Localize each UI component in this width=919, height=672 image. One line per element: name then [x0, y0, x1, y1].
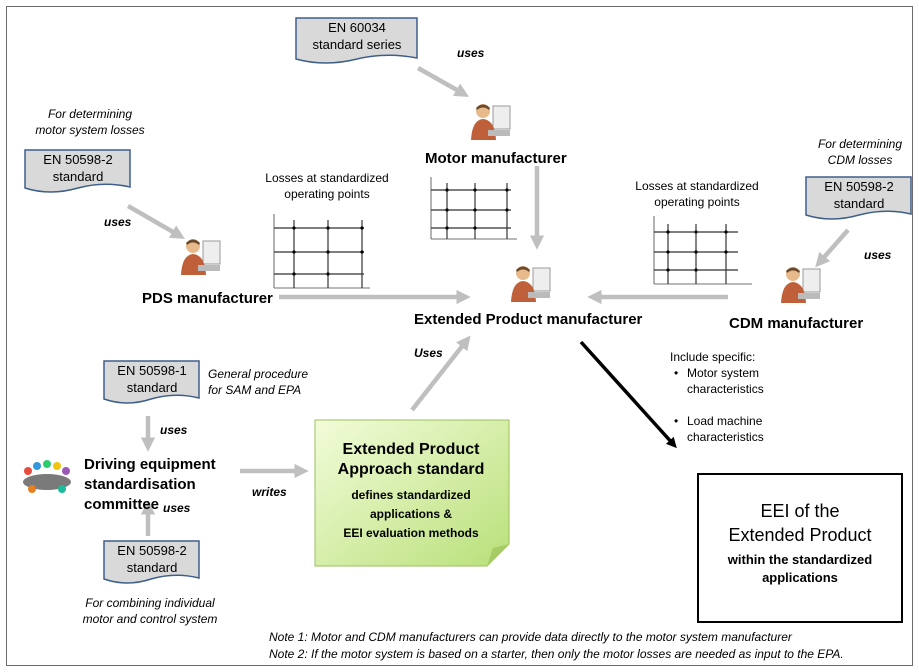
doc-en50598-2-right: EN 50598-2 standard	[805, 176, 913, 222]
losses-caption-right-line2: operating points	[654, 195, 740, 209]
doc-en50598-1-line2: standard	[126, 380, 178, 395]
doc-en50598-2-bottom-line2: standard	[126, 560, 178, 575]
note-motor-system-losses: For determining motor system losses	[30, 106, 150, 138]
losses-caption-left-line2: operating points	[284, 187, 370, 201]
epa-title-line2: Approach standard	[337, 461, 485, 478]
doc-en60034-line2: standard series	[312, 37, 402, 52]
epa-sub-line1: defines standardized	[351, 488, 471, 502]
committee-group-icon	[23, 460, 71, 493]
eei-result-box: EEI of the Extended Product within the s…	[697, 473, 903, 623]
motor-losses-grid-thumbnail	[430, 177, 517, 240]
note-cdm-losses: For determining CDM losses	[800, 136, 919, 168]
arrow-en60034-to-motor	[416, 66, 470, 97]
note-cdm-losses-line1: For determining	[817, 137, 903, 151]
cdm-losses-grid-thumbnail	[653, 216, 752, 285]
doc-en50598-2-right-line1: EN 50598-2	[824, 179, 894, 194]
diagram-frame	[6, 6, 913, 666]
person-extended-icon	[511, 266, 551, 302]
uses-label-right: uses	[864, 248, 892, 262]
note-general-procedure: General procedure for SAM and EPA	[208, 366, 308, 398]
arrow-extended-to-eei	[579, 340, 677, 449]
include-specific-block: Include specific: • Motor system charact…	[670, 349, 764, 445]
footnote-2: Note 2: If the motor system is based on …	[269, 647, 844, 661]
eei-title-line2: Extended Product	[728, 525, 872, 545]
footnote-1: Note 1: Motor and CDM manufacturers can …	[269, 630, 792, 644]
doc-en50598-2-left: EN 50598-2 standard	[24, 149, 132, 195]
uses-label-left: uses	[104, 215, 132, 229]
doc-en50598-2-left-line2: standard	[52, 169, 104, 184]
losses-caption-left: Losses at standardized operating points	[257, 170, 397, 202]
uses-label-top: uses	[457, 46, 485, 60]
eei-sub-line2: applications	[762, 570, 838, 585]
actor-committee-line1: Driving equipment	[84, 456, 216, 473]
note-motor-system-losses-line2: motor system losses	[35, 123, 145, 137]
include-bullet-load-machine-line2: characteristics	[687, 430, 764, 444]
actor-motor-manufacturer: Motor manufacturer	[425, 150, 567, 167]
person-motor-icon	[471, 104, 511, 140]
person-cdm-icon	[781, 267, 821, 303]
doc-en60034: EN 60034 standard series	[295, 17, 419, 65]
include-bullet-motor-system: • Motor system characteristics	[674, 366, 764, 396]
epa-sub-line2: applications &	[369, 507, 452, 521]
doc-en50598-2-right-line2: standard	[833, 196, 885, 211]
note-combining-line2: motor and control system	[82, 612, 218, 626]
actor-pds-manufacturer: PDS manufacturer	[142, 290, 273, 307]
note-combining-line1: For combining individual	[85, 596, 215, 610]
footnotes: Note 1: Motor and CDM manufacturers can …	[269, 629, 844, 663]
include-bullet-motor-system-line2: characteristics	[687, 382, 764, 396]
losses-caption-right: Losses at standardized operating points	[627, 178, 767, 210]
arrow-epa-uses-extended	[410, 335, 471, 412]
note-cdm-losses-line2: CDM losses	[827, 153, 893, 167]
losses-caption-left-line1: Losses at standardized	[265, 171, 389, 185]
uses-label-committee: uses	[163, 501, 191, 515]
losses-caption-right-line1: Losses at standardized	[635, 179, 759, 193]
include-bullet-load-machine: • Load machine characteristics	[674, 414, 764, 444]
eei-sub-line1: within the standardized	[727, 552, 873, 567]
include-specific-title: Include specific:	[670, 350, 756, 364]
uses-label-extended: Uses	[414, 346, 443, 360]
epa-standard-note: Extended Product Approach standard defin…	[313, 418, 513, 568]
note-general-procedure-line1: General procedure	[208, 367, 309, 381]
uses-label-middle: uses	[160, 423, 188, 437]
person-pds-icon	[181, 239, 221, 275]
include-bullet-load-machine-line1: Load machine	[687, 414, 763, 428]
note-combining: For combining individual motor and contr…	[70, 595, 230, 627]
actor-committee-line2: standardisation	[84, 476, 196, 493]
actor-cdm-manufacturer: CDM manufacturer	[729, 315, 864, 332]
arrow-en50598-to-pds	[126, 204, 185, 239]
doc-en60034-line1: EN 60034	[328, 20, 386, 35]
actor-committee-line3: committee	[84, 496, 160, 513]
note-general-procedure-line2: for SAM and EPA	[208, 383, 302, 397]
note-motor-system-losses-line1: For determining	[47, 107, 133, 121]
doc-en50598-1-line1: EN 50598-1	[117, 363, 187, 378]
eei-title-line1: EEI of the	[760, 501, 840, 521]
epa-title-line1: Extended Product	[342, 441, 480, 458]
doc-en50598-2-left-line1: EN 50598-2	[43, 152, 113, 167]
writes-label: writes	[252, 485, 287, 499]
actor-extended-product-manufacturer: Extended Product manufacturer	[414, 311, 643, 328]
doc-en50598-1: EN 50598-1 standard	[103, 360, 201, 406]
arrow-en50598-to-cdm	[815, 228, 850, 268]
actor-committee: Driving equipment standardisation commit…	[84, 455, 216, 515]
doc-en50598-2-bottom: EN 50598-2 standard	[103, 540, 201, 586]
include-bullet-motor-system-line1: Motor system	[687, 366, 760, 380]
pds-losses-grid-thumbnail	[273, 214, 370, 289]
doc-en50598-2-bottom-line1: EN 50598-2	[117, 543, 187, 558]
epa-sub-line3: EEI evaluation methods	[343, 526, 479, 540]
